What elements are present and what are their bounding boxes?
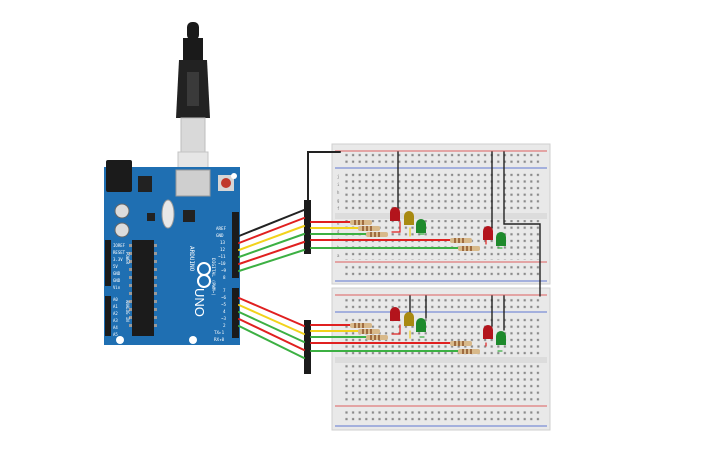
led-yellow[interactable] [404, 211, 414, 225]
pin-label-rx: RX◂0 [214, 337, 225, 342]
row-label-e: e [337, 221, 340, 226]
pin-label-aref: AREF [216, 226, 227, 231]
breadboard-top[interactable]: j i h g f e d c b a [331, 143, 551, 285]
pin-label-3: ~3 [221, 316, 227, 321]
wire-black-rail[interactable] [307, 151, 341, 201]
pin-label-gnd: GND [216, 233, 224, 238]
analog-title: ANALOG IN [125, 300, 130, 322]
analog-header [105, 296, 111, 336]
leds-top[interactable] [390, 207, 506, 246]
pin-label-8: 8 [223, 275, 226, 280]
wire-black-gnd[interactable] [238, 209, 305, 237]
wire-red-4[interactable] [238, 318, 305, 351]
pin-label-tx: TX▸1 [214, 330, 225, 335]
leds-bottom[interactable] [390, 307, 506, 345]
usb-port [175, 169, 211, 197]
pin-label-11: ~11 [218, 254, 226, 259]
row-label-a: a [337, 253, 340, 258]
arduino-uno-board[interactable]: ARDUINO UNO DIGITAL (PWM~) POWER ANALOG … [104, 160, 240, 345]
led-green[interactable] [496, 232, 506, 246]
power-header [105, 240, 111, 286]
resistor[interactable] [358, 329, 380, 334]
resistor[interactable] [366, 335, 388, 340]
pin-label-4: 4 [223, 309, 226, 314]
wire-gnd-v3[interactable] [503, 151, 541, 297]
row-label-g: g [337, 198, 340, 203]
row-label-d: d [337, 229, 340, 234]
power-title: POWER [125, 252, 130, 265]
pin-label-9: ~9 [221, 268, 227, 273]
analog-label-a0: A0 [113, 297, 118, 302]
pin-label-7: 7 [223, 288, 226, 293]
wire-green-11[interactable] [238, 233, 305, 258]
uno-model-label: UNO [192, 288, 207, 317]
wire-green-3[interactable] [238, 325, 305, 359]
row-label-j: j [337, 174, 339, 179]
wire-green-9[interactable] [238, 249, 305, 272]
pin-label-10: ~10 [218, 261, 226, 266]
led-red[interactable] [483, 325, 493, 339]
usb-cable[interactable] [176, 22, 210, 193]
resistor[interactable] [350, 220, 372, 225]
power-jack [106, 160, 132, 192]
wire-red-13[interactable] [238, 217, 305, 244]
led-red[interactable] [483, 226, 493, 240]
led-red[interactable] [390, 207, 400, 221]
pin-label-5: ~5 [221, 302, 227, 307]
resistor[interactable] [458, 246, 480, 251]
arduino-brand: ARDUINO [188, 246, 195, 272]
arduino-logo [197, 262, 211, 288]
led-green[interactable] [416, 318, 426, 332]
power-label-reset: RESET [113, 250, 126, 255]
digital-pwm-label: DIGITAL (PWM~) [210, 258, 216, 296]
led-yellow[interactable] [404, 312, 414, 326]
power-label-3v3: 3.3V [113, 257, 123, 262]
wire-red-7[interactable] [238, 297, 305, 327]
led-green[interactable] [416, 219, 426, 233]
breadboard-bottom[interactable] [331, 287, 551, 431]
resistor[interactable] [366, 232, 388, 237]
wire-red-10[interactable] [238, 241, 305, 265]
led-red[interactable] [390, 307, 400, 321]
row-label-i: i [337, 182, 340, 187]
pin-label-13: 13 [220, 240, 226, 245]
wire-yellow-12[interactable] [238, 225, 305, 251]
analog-label-a1: A1 [113, 304, 118, 309]
wire-connector-bottom [304, 320, 311, 374]
wire-green-5[interactable] [238, 311, 305, 343]
power-label-gnd2: GND [113, 278, 121, 283]
resistor[interactable] [458, 349, 480, 354]
power-label-ioref: IOREF [113, 243, 126, 248]
power-label-gnd1: GND [113, 271, 121, 276]
wire-yellow-6[interactable] [238, 304, 305, 335]
pin-label-12: 12 [220, 247, 226, 252]
wire-connector-top [304, 200, 311, 254]
resistor[interactable] [450, 238, 472, 243]
digital-header-bottom [232, 288, 239, 338]
analog-label-a5: A5 [113, 332, 118, 337]
led-green[interactable] [496, 331, 506, 345]
power-label-5v: 5V [113, 264, 118, 269]
power-label-vin: Vin [113, 285, 121, 290]
digital-header-top [232, 212, 239, 278]
resistor[interactable] [358, 226, 380, 231]
pin-label-2: 2 [223, 323, 226, 328]
row-label-h: h [337, 190, 340, 195]
resistor[interactable] [350, 323, 372, 328]
pin-label-6: ~6 [221, 295, 227, 300]
resistor[interactable] [450, 341, 472, 346]
atmega-chip [132, 240, 154, 336]
analog-label-a4: A4 [113, 325, 118, 330]
analog-label-a2: A2 [113, 311, 118, 316]
analog-label-a3: A3 [113, 318, 118, 323]
row-label-f: f [337, 206, 340, 211]
